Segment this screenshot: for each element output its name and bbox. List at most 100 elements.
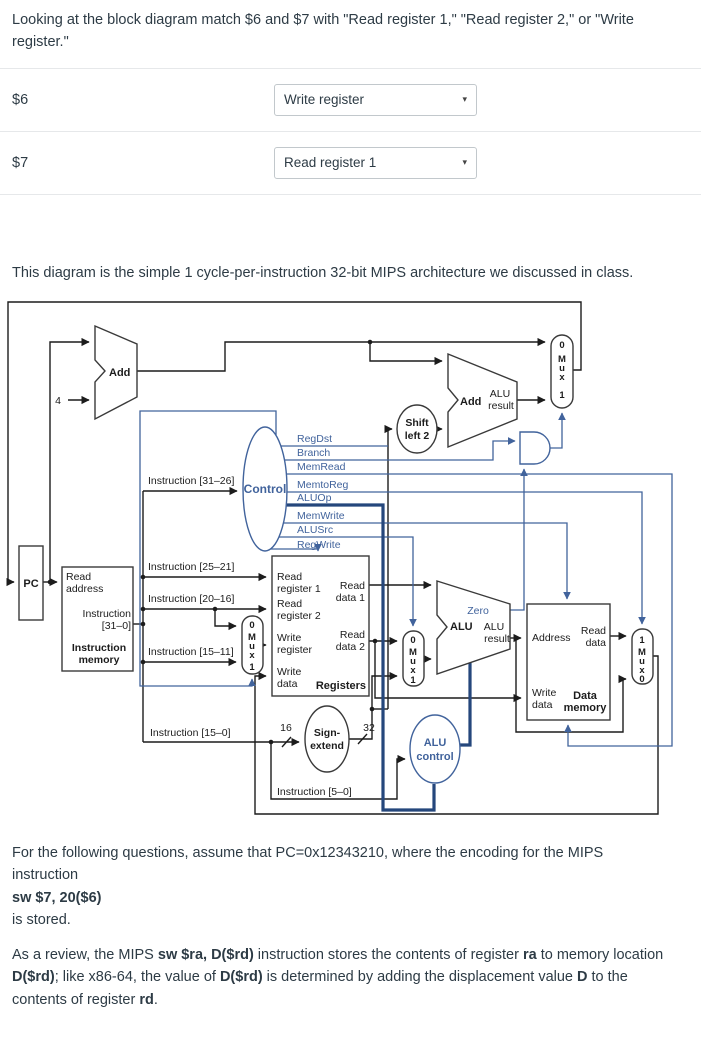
alu-control-label: ALU xyxy=(424,737,447,749)
alusrc-mux-x: x xyxy=(410,665,416,676)
datamem-title: Data xyxy=(573,690,598,702)
junction xyxy=(268,739,274,744)
readreg1-label: Read xyxy=(277,571,302,583)
junction xyxy=(140,574,146,579)
review-text-bold: sw $ra, D($rd) xyxy=(157,946,254,963)
instr-150-label: Instruction [15–0] xyxy=(150,727,231,739)
followup-text: For the following questions, assume that… xyxy=(0,836,696,932)
readreg2-label: Read xyxy=(277,598,302,610)
wire-shift-in xyxy=(384,424,393,709)
pcsrc-mux-u: u xyxy=(559,363,565,374)
pc-adder-label: Add xyxy=(109,367,130,379)
review-paragraph: As a review, the MIPS sw $ra, D($rd) ins… xyxy=(0,932,696,1037)
pcsrc-mux-x: x xyxy=(559,372,565,383)
writedata-label: data xyxy=(277,678,298,690)
wire-2016-to-mux xyxy=(214,608,237,630)
junction xyxy=(140,621,146,626)
wire-pc-to-adder xyxy=(49,337,90,582)
followup-line: instruction xyxy=(12,867,79,884)
match-select-7-value: Read register 1 xyxy=(284,155,377,171)
writedata-label: Write xyxy=(277,666,301,678)
control-unit xyxy=(242,425,288,552)
alusrc-mux-1: 1 xyxy=(410,675,416,686)
signext-label: Sign- xyxy=(314,727,341,739)
wire-regwrite xyxy=(270,543,322,552)
regdst-mux-x: x xyxy=(249,650,255,661)
junction xyxy=(369,706,375,711)
instr-3126-label: Instruction [31–26] xyxy=(148,475,234,487)
shift-left-2 xyxy=(396,403,438,454)
branch-label: Branch xyxy=(297,447,330,459)
slash-16 xyxy=(281,736,292,748)
match-label-6: $6 xyxy=(12,91,29,108)
alusrc-mux-u: u xyxy=(410,656,416,667)
imem-out-label: Instruction xyxy=(83,608,132,620)
junction xyxy=(140,659,146,664)
registers-box xyxy=(271,554,370,697)
review-text-bold: D($rd) xyxy=(219,969,263,986)
wire-pc4-out xyxy=(137,337,546,372)
review-text-bold: D($rd) xyxy=(12,969,55,986)
readreg1-label: register 1 xyxy=(277,583,321,595)
instr-2521-label: Instruction [25–21] xyxy=(148,561,234,573)
regdst-mux-1: 1 xyxy=(249,662,255,673)
const4-label: 4 xyxy=(55,395,61,407)
pc-adder xyxy=(94,324,138,420)
registers-title: Registers xyxy=(316,680,366,692)
branch-adder-result-label: ALU xyxy=(490,388,510,400)
readdata1-label: data 1 xyxy=(336,592,365,604)
readreg2-label: register 2 xyxy=(277,610,321,622)
wire-memtoreg xyxy=(287,491,646,625)
match-row-7: $7 Read register 1 ▾ xyxy=(0,132,701,194)
zero-label: Zero xyxy=(467,605,489,617)
branch-adder-label: Add xyxy=(460,396,481,408)
width-32-label: 32 xyxy=(363,722,375,734)
regwrite-label: RegWrite xyxy=(297,539,341,551)
divider xyxy=(0,130,701,132)
divider xyxy=(0,193,701,195)
followup-line: is stored. xyxy=(12,912,71,929)
review-text: As a review, the MIPS xyxy=(12,946,158,963)
memread-label: MemRead xyxy=(297,461,346,473)
wire-writeback xyxy=(254,654,659,815)
datamem-title: memory xyxy=(564,702,608,714)
mem-writedata-label: Write xyxy=(532,687,556,699)
alusrc-mux-m: M xyxy=(409,647,417,658)
wire-pcsrc-feedback xyxy=(6,300,582,586)
pcsrc-mux-0: 0 xyxy=(559,340,564,351)
readdata2-label: data 2 xyxy=(336,641,365,653)
branch-adder-result-label: result xyxy=(488,400,514,412)
review-text-bold: ra xyxy=(522,946,537,963)
wire-alusrc xyxy=(279,536,417,627)
memtoreg-mux-m: M xyxy=(638,647,646,658)
junction xyxy=(372,638,378,643)
alusrc-mux xyxy=(402,629,425,687)
alu xyxy=(436,579,511,675)
alusrc-mux-0: 0 xyxy=(410,635,415,646)
wire-instr-50 xyxy=(270,741,406,800)
mem-readdata-label: data xyxy=(586,637,607,649)
review-text: . xyxy=(153,991,158,1008)
wire-regdst xyxy=(139,410,277,687)
mem-writedata-label: data xyxy=(532,699,553,711)
divider xyxy=(0,67,701,69)
wire-memread xyxy=(286,473,673,747)
match-select-6[interactable]: Write register ▾ xyxy=(274,83,477,116)
junction xyxy=(513,635,519,640)
writereg-label: Write xyxy=(277,632,301,644)
junction xyxy=(140,606,146,611)
review-text: instruction stores the contents of regis… xyxy=(253,946,523,963)
mem-address-label: Address xyxy=(532,632,571,644)
match-select-7[interactable]: Read register 1 ▾ xyxy=(274,146,477,179)
instr-50-label: Instruction [5–0] xyxy=(277,786,352,798)
imem-out-label: [31–0] xyxy=(102,620,131,632)
review-text-bold: D xyxy=(577,969,588,986)
readdata1-label: Read xyxy=(340,580,365,592)
alu-result-label: ALU xyxy=(484,621,504,633)
diagram-intro: This diagram is the simple 1 cycle-per-i… xyxy=(12,264,634,281)
aluop-label: ALUOp xyxy=(297,492,332,504)
review-text: is determined by adding the displacement… xyxy=(262,969,578,986)
review-text: to memory location xyxy=(536,946,664,963)
imem-readaddr-label: address xyxy=(66,583,103,595)
imem-readaddr-label: Read xyxy=(66,571,91,583)
